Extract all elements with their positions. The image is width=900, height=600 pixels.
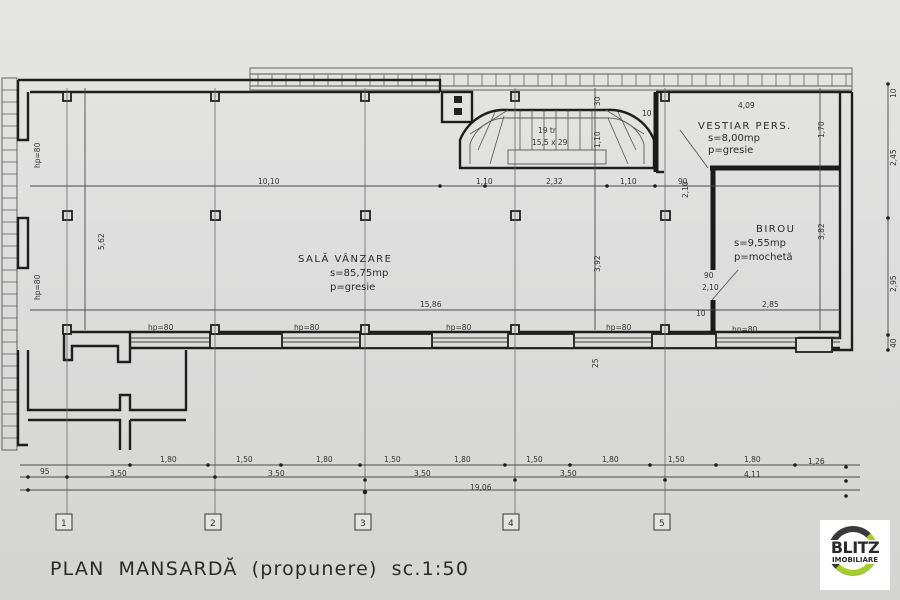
svg-text:hp=80: hp=80 <box>33 142 42 168</box>
window-sill-labels: hp=80 hp=80 hp=80 hp=80 hp=80 hp=80 hp=8… <box>33 142 758 334</box>
watermark-logo: BLITZ IMOBILIARE <box>820 520 890 590</box>
structural-columns <box>62 91 671 335</box>
svg-text:hp=80: hp=80 <box>732 325 758 334</box>
dimension-chains <box>20 82 890 498</box>
stair-steps: 19 tr <box>538 126 557 135</box>
axis-label: 1 <box>61 519 67 529</box>
room-area: s=8,00mp <box>708 133 760 144</box>
svg-text:1,50: 1,50 <box>668 455 685 464</box>
stairwell <box>440 90 664 174</box>
svg-text:2,95: 2,95 <box>889 275 898 292</box>
south-wall <box>62 330 840 364</box>
svg-text:10: 10 <box>642 109 652 118</box>
svg-text:3,50: 3,50 <box>110 469 127 478</box>
axis-label: 2 <box>210 519 216 529</box>
right-dimensions: 10 2,45 2,95 40 <box>889 88 898 348</box>
svg-text:1,50: 1,50 <box>384 455 401 464</box>
svg-text:2,45: 2,45 <box>889 149 898 166</box>
svg-text:2,10: 2,10 <box>702 283 719 292</box>
stair-label: 19 tr 15,5 x 29 <box>532 126 568 147</box>
title-plan: PLAN <box>50 558 105 580</box>
svg-text:hp=80: hp=80 <box>33 274 42 300</box>
svg-text:2,10: 2,10 <box>681 181 690 198</box>
room-name: SALĂ VÂNZARE <box>298 252 392 265</box>
svg-text:3,50: 3,50 <box>414 469 431 478</box>
room-sales-area: SALĂ VÂNZARE s=85,75mp p=gresie <box>298 252 392 293</box>
svg-text:1,80: 1,80 <box>744 455 761 464</box>
svg-text:1,80: 1,80 <box>160 455 177 464</box>
title-status: (propunere) <box>251 558 378 580</box>
svg-text:40: 40 <box>889 338 898 348</box>
svg-text:1,50: 1,50 <box>526 455 543 464</box>
svg-text:1,10: 1,10 <box>476 177 493 186</box>
svg-text:3,92: 3,92 <box>593 255 602 272</box>
title-name: MANSARDĂ <box>118 558 238 580</box>
title-scale: sc.1:50 <box>391 558 470 580</box>
interior-dimensions: 10,10 1,10 2,32 1,10 4,09 15,86 2,85 90 … <box>97 96 826 368</box>
bottom-dimension-labels: 1,80 1,50 1,80 1,50 1,80 1,50 1,80 1,50 … <box>40 455 825 492</box>
svg-text:19,06: 19,06 <box>470 483 492 492</box>
axis-gridlines <box>30 84 889 514</box>
axis-marker-3: 3 <box>354 513 372 531</box>
svg-text:5,62: 5,62 <box>97 233 106 250</box>
svg-text:1,70: 1,70 <box>817 121 826 138</box>
svg-text:hp=80: hp=80 <box>148 323 174 332</box>
roof-hatch-left <box>2 89 17 439</box>
svg-text:15,86: 15,86 <box>420 300 442 309</box>
room-name: BIROU <box>756 224 795 235</box>
svg-text:90: 90 <box>704 271 714 280</box>
room-area: s=9,55mp <box>734 238 786 249</box>
room-floor: p=mochetă <box>734 252 793 263</box>
svg-text:hp=80: hp=80 <box>294 323 320 332</box>
axis-label: 3 <box>360 519 366 529</box>
svg-text:hp=80: hp=80 <box>446 323 472 332</box>
svg-text:30: 30 <box>593 96 602 106</box>
svg-text:1,80: 1,80 <box>454 455 471 464</box>
drawing-title: PLAN MANSARDĂ (propunere) sc.1:50 <box>50 558 483 580</box>
svg-text:1,80: 1,80 <box>602 455 619 464</box>
room-area: s=85,75mp <box>330 268 388 279</box>
roof-eave-left <box>1 77 18 451</box>
svg-text:3,82: 3,82 <box>817 223 826 240</box>
svg-text:10: 10 <box>696 309 706 318</box>
axis-marker-1: 1 <box>55 513 73 531</box>
svg-text:1,10: 1,10 <box>593 131 602 148</box>
axis-label: 5 <box>659 519 665 529</box>
axis-label: 4 <box>508 519 514 529</box>
svg-text:90: 90 <box>678 177 688 186</box>
axis-marker-5: 5 <box>653 513 671 531</box>
svg-text:1,10: 1,10 <box>620 177 637 186</box>
svg-text:4,09: 4,09 <box>738 101 755 110</box>
svg-text:hp=80: hp=80 <box>606 323 632 332</box>
svg-text:1,26: 1,26 <box>808 457 825 466</box>
svg-text:1,80: 1,80 <box>316 455 333 464</box>
svg-text:25: 25 <box>591 358 600 368</box>
svg-text:3,50: 3,50 <box>268 469 285 478</box>
axis-marker-4: 4 <box>502 513 520 531</box>
svg-text:10,10: 10,10 <box>258 177 280 186</box>
stair-riser-tread: 15,5 x 29 <box>532 138 568 147</box>
room-floor: p=gresie <box>330 282 375 293</box>
svg-text:2,32: 2,32 <box>546 177 563 186</box>
svg-text:10: 10 <box>889 88 898 98</box>
svg-text:95: 95 <box>40 467 50 476</box>
room-office: BIROU s=9,55mp p=mochetă <box>734 224 795 263</box>
logo-brand: BLITZ <box>822 540 888 556</box>
svg-text:4,11: 4,11 <box>744 470 761 479</box>
room-floor: p=gresie <box>708 145 753 156</box>
svg-text:1,50: 1,50 <box>236 455 253 464</box>
axis-marker-2: 2 <box>204 513 222 531</box>
logo-sub: IMOBILIARE <box>822 556 888 564</box>
svg-text:2,85: 2,85 <box>762 300 779 309</box>
room-name: VESTIAR PERS. <box>698 121 792 132</box>
svg-text:3,50: 3,50 <box>560 469 577 478</box>
room-locker: VESTIAR PERS. s=8,00mp p=gresie <box>698 121 792 156</box>
